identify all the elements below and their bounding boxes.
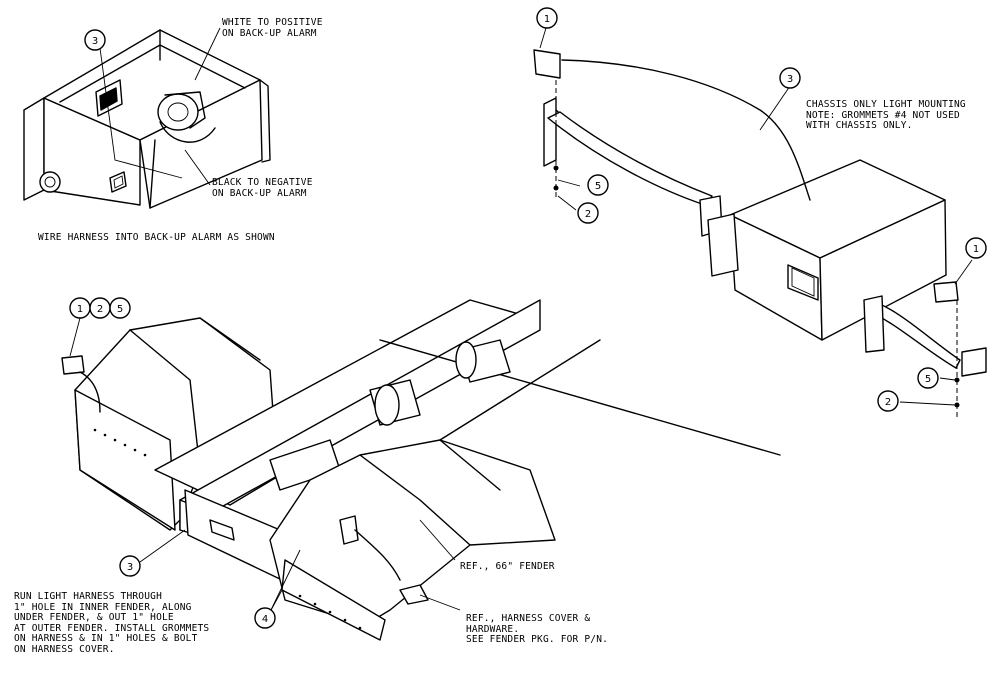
callout-3-bottom: 3: [119, 555, 141, 577]
note-black-wire: BLACK TO NEGATIVE ON BACK-UP ALARM: [212, 177, 313, 199]
callout-2-bottom: 2: [89, 297, 111, 319]
svg-text:3: 3: [127, 562, 133, 573]
callout-5-bottom: 5: [109, 297, 131, 319]
svg-text:3: 3: [92, 36, 98, 47]
callout-2-right: 2: [877, 390, 899, 412]
callout-1-top: 1: [536, 7, 558, 29]
svg-text:5: 5: [117, 304, 123, 315]
callout-3-top-left: 3: [84, 29, 106, 51]
svg-text:4: 4: [262, 614, 268, 625]
callout-2-left: 2: [577, 202, 599, 224]
note-run-light-harness: RUN LIGHT HARNESS THROUGH 1" HOLE IN INN…: [14, 591, 210, 655]
svg-text:5: 5: [925, 374, 931, 385]
note-chassis-only: CHASSIS ONLY LIGHT MOUNTING NOTE: GROMME…: [806, 99, 966, 131]
svg-text:2: 2: [585, 209, 591, 220]
callout-3-top-right: 3: [779, 67, 801, 89]
callouts: 3 1 3 5 2 1 5 2: [69, 7, 987, 629]
note-white-wire: WHITE TO POSITIVE ON BACK-UP ALARM: [222, 17, 323, 39]
callout-5-right: 5: [917, 367, 939, 389]
callout-4-bottom: 4: [254, 607, 276, 629]
svg-text:2: 2: [97, 304, 103, 315]
chassis-light-mount: [533, 27, 987, 420]
note-ref-harness-cover: REF., HARNESS COVER & HARDWARE. SEE FEND…: [466, 613, 609, 645]
note-wire-harness: WIRE HARNESS INTO BACK-UP ALARM AS SHOWN: [38, 232, 275, 243]
svg-text:1: 1: [973, 244, 979, 255]
note-ref-fender: REF., 66" FENDER: [460, 561, 555, 572]
svg-text:1: 1: [544, 14, 550, 25]
svg-text:2: 2: [885, 397, 891, 408]
backup-alarm-bracket: [23, 27, 271, 209]
svg-text:1: 1: [77, 304, 83, 315]
callout-1-right: 1: [965, 237, 987, 259]
fender-frame-assembly: [61, 299, 781, 641]
svg-text:5: 5: [595, 181, 601, 192]
callout-5-left: 5: [587, 174, 609, 196]
callout-1-bottom: 1: [69, 297, 91, 319]
svg-text:3: 3: [787, 74, 793, 85]
